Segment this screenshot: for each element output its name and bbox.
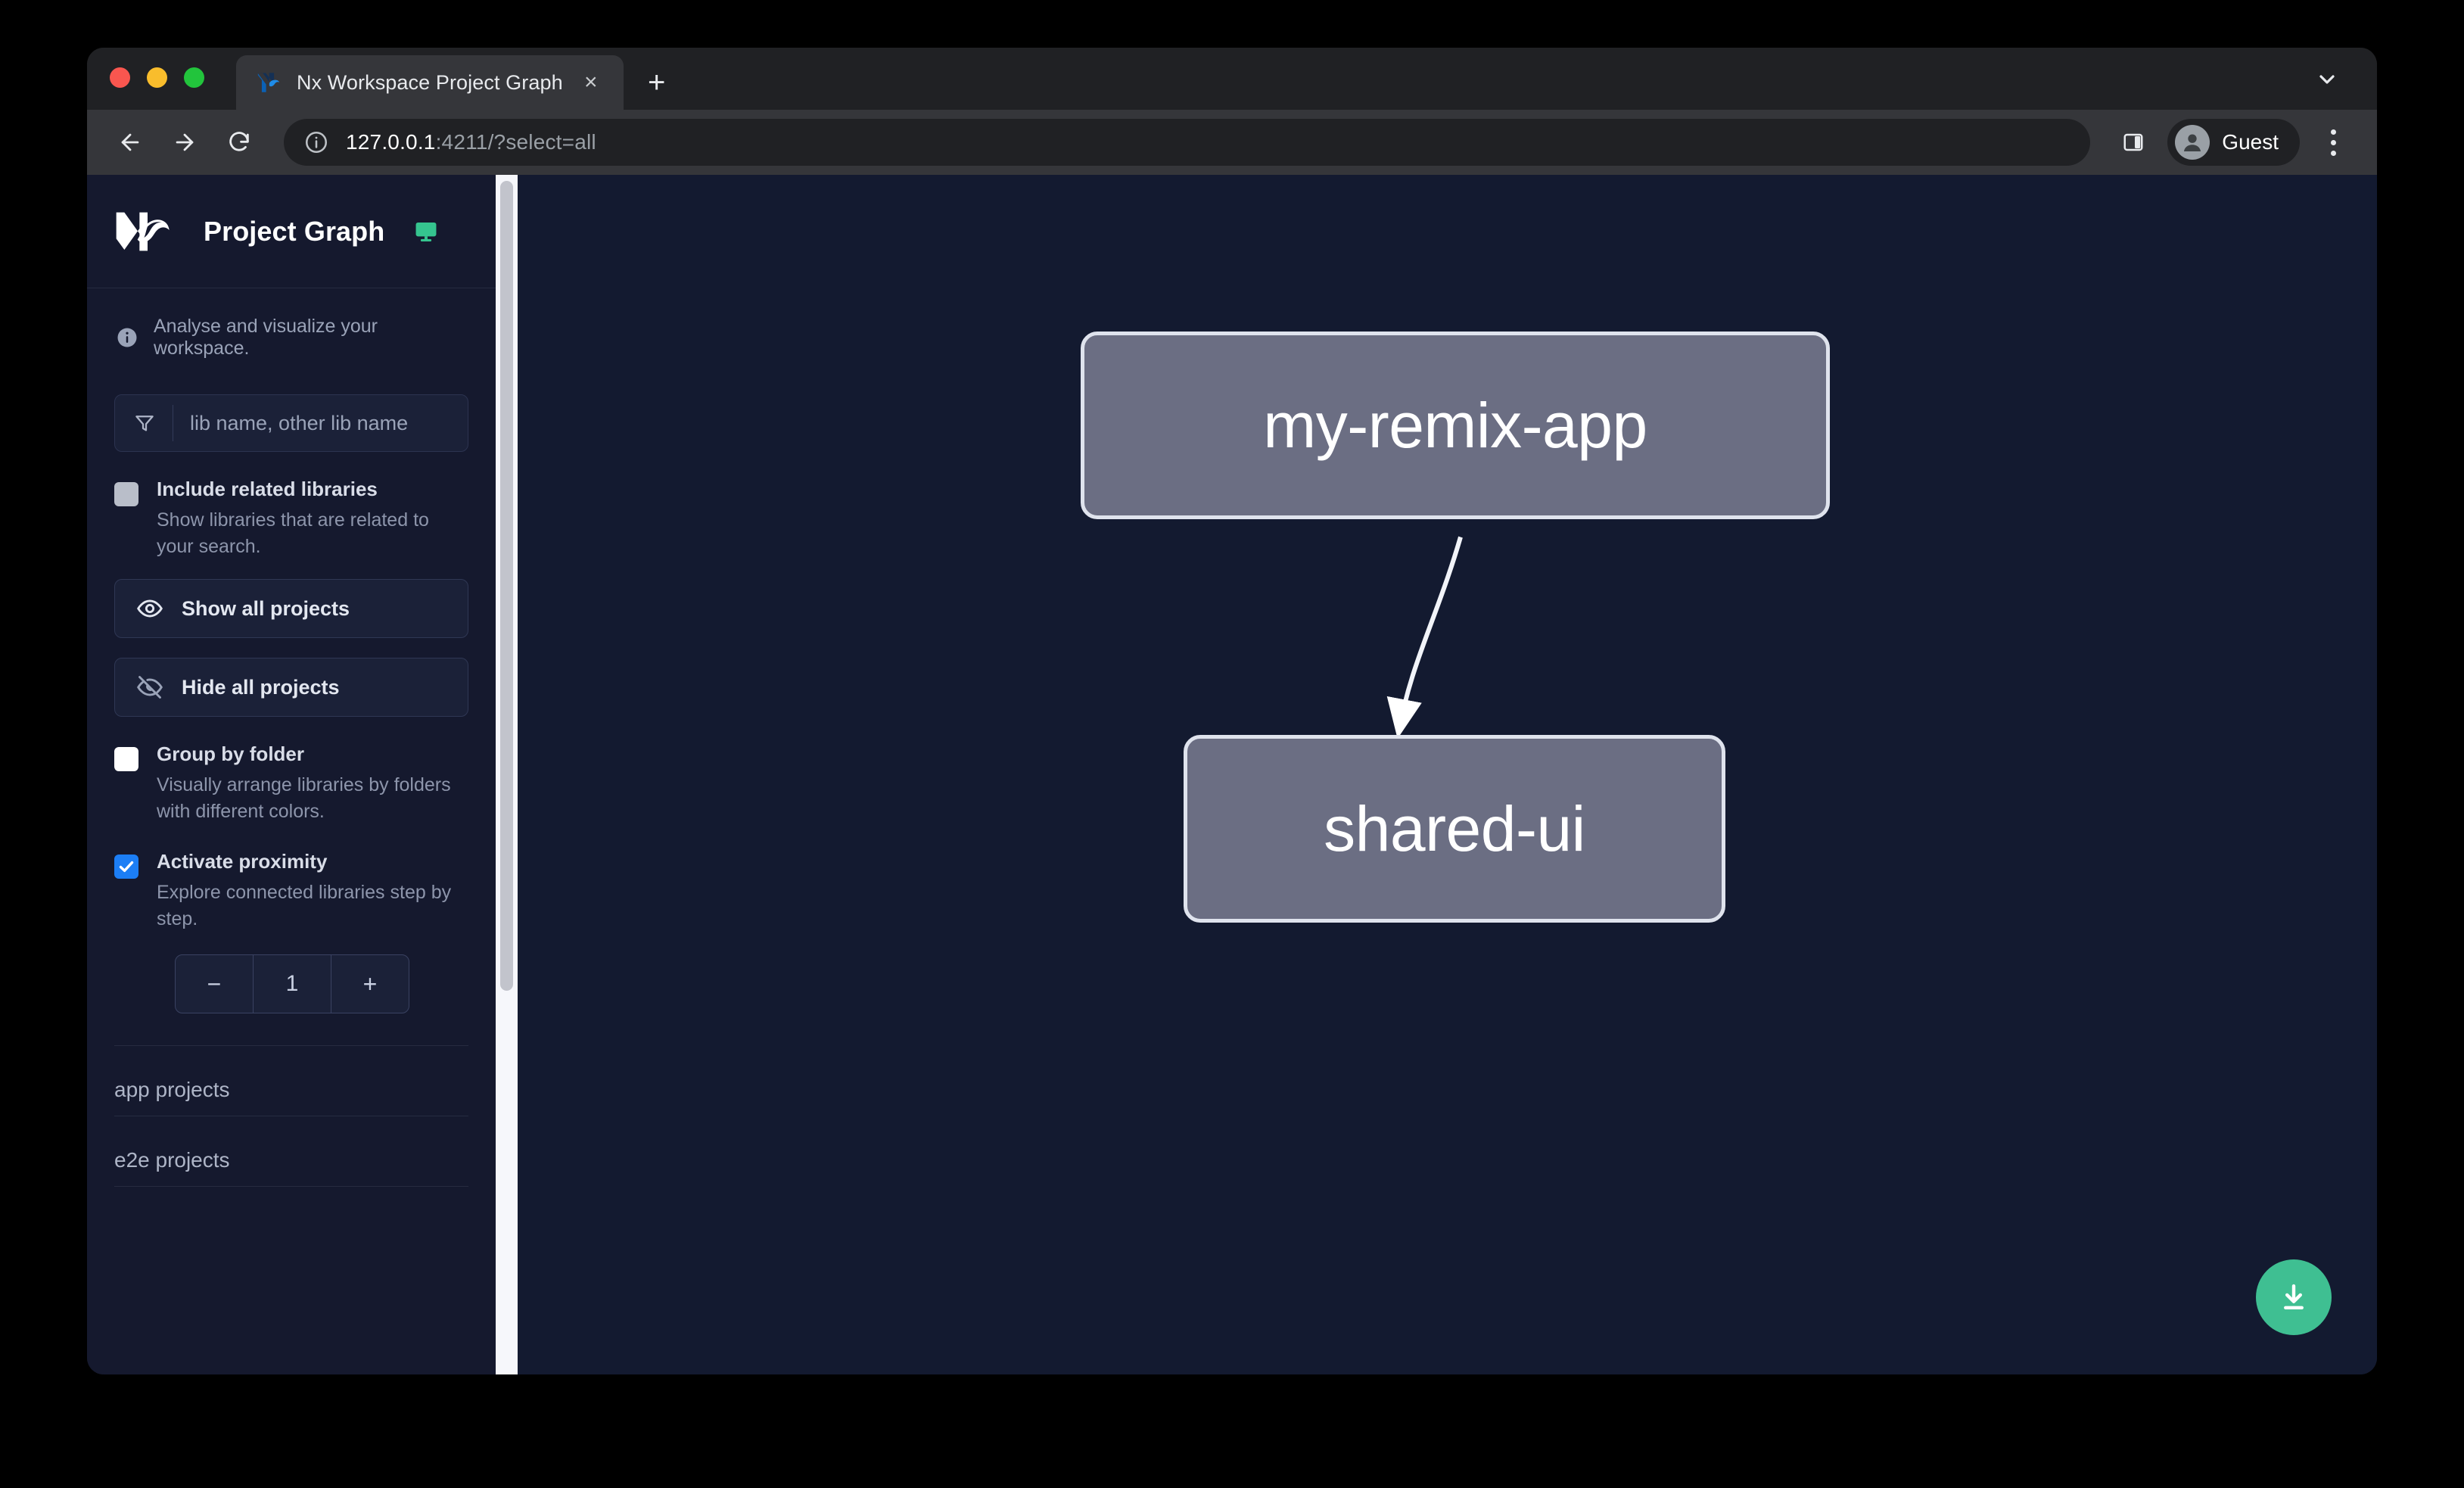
stepper-increment-button[interactable]: +	[362, 970, 378, 998]
eye-off-icon	[136, 674, 163, 701]
download-graph-button[interactable]	[2256, 1259, 2332, 1335]
nx-favicon-icon	[256, 70, 282, 95]
minimize-window-button[interactable]	[147, 67, 167, 88]
checkbox-activate-proximity[interactable]	[114, 855, 138, 879]
option-group-by-folder[interactable]: Group by folder Visually arrange librari…	[114, 742, 468, 824]
address-bar[interactable]: 127.0.0.1:4211/?select=all	[284, 119, 2091, 166]
option-description: Show libraries that are related to your …	[157, 509, 429, 557]
profile-chip[interactable]: Guest	[2167, 119, 2300, 166]
stepper-value: 1	[253, 955, 331, 1013]
option-description: Visually arrange libraries by folders wi…	[157, 774, 451, 822]
close-window-button[interactable]	[110, 67, 130, 88]
info-icon	[116, 326, 138, 349]
close-icon[interactable]: ×	[583, 70, 598, 95]
url-host: 127.0.0.1	[346, 130, 436, 154]
hide-all-projects-button[interactable]: Hide all projects	[114, 658, 468, 717]
option-title: Group by folder	[157, 742, 304, 765]
browser-toolbar: 127.0.0.1:4211/?select=all Guest	[87, 110, 2377, 175]
nx-logo	[114, 210, 175, 253]
filter-funnel-icon	[133, 412, 156, 434]
profile-label: Guest	[2222, 130, 2279, 154]
tab-title: Nx Workspace Project Graph	[297, 70, 563, 94]
option-activate-proximity[interactable]: Activate proximity Explore connected lib…	[114, 850, 468, 932]
graph-node-label: shared-ui	[1324, 792, 1585, 864]
maximize-window-button[interactable]	[184, 67, 204, 88]
graph-node-my-remix-app[interactable]: my-remix-app	[1081, 332, 1830, 519]
checkbox-include-related-libraries[interactable]	[114, 482, 138, 506]
workspace-hint: Analyse and visualize your workspace.	[87, 288, 496, 381]
sidebar: Project Graph Analy	[87, 175, 496, 1374]
info-icon[interactable]	[303, 129, 329, 155]
sidebar-header: Project Graph	[87, 175, 496, 288]
url-path: :4211/?select=all	[435, 130, 596, 154]
side-panel-icon[interactable]	[2110, 119, 2157, 166]
option-title: Include related libraries	[157, 478, 378, 500]
window-traffic-lights	[110, 48, 204, 110]
section-header-app-projects[interactable]: app projects	[114, 1046, 468, 1116]
section-header-e2e-projects[interactable]: e2e projects	[114, 1116, 468, 1187]
chevron-down-icon[interactable]	[2310, 63, 2344, 96]
hint-text: Analyse and visualize your workspace.	[154, 316, 378, 359]
option-title: Activate proximity	[157, 850, 328, 873]
graph-node-shared-ui[interactable]: shared-ui	[1184, 735, 1725, 923]
filter-box[interactable]	[114, 394, 468, 452]
page-title: Project Graph	[204, 215, 385, 247]
scrollbar-thumb[interactable]	[500, 181, 513, 991]
section-divider	[114, 1045, 468, 1046]
project-graph-canvas[interactable]: my-remix-app shared-ui	[518, 175, 2377, 1374]
edge-my-remix-app-to-shared-ui	[1386, 536, 1463, 739]
search-input[interactable]	[173, 411, 468, 435]
monitor-icon[interactable]	[413, 219, 439, 244]
kebab-menu-icon[interactable]	[2310, 119, 2356, 166]
option-include-related-libraries[interactable]: Include related libraries Show libraries…	[114, 478, 468, 559]
project-sections: app projects e2e projects	[87, 1046, 496, 1187]
show-all-projects-button[interactable]: Show all projects	[114, 579, 468, 638]
reload-icon[interactable]	[216, 119, 263, 166]
toolbar-right-group: Guest	[2110, 119, 2356, 166]
browser-window: Nx Workspace Project Graph × +	[87, 48, 2377, 1374]
page-content: Project Graph Analy	[87, 175, 2377, 1374]
avatar	[2175, 125, 2210, 160]
hide-all-projects-label: Hide all projects	[182, 675, 340, 699]
proximity-stepper[interactable]: − 1 +	[175, 954, 409, 1013]
sidebar-controls: Include related libraries Show libraries…	[87, 381, 496, 1046]
back-arrow-icon[interactable]	[107, 119, 154, 166]
checkbox-group-by-folder[interactable]	[114, 747, 138, 771]
graph-node-label: my-remix-app	[1263, 389, 1647, 461]
stepper-decrement-button[interactable]: −	[207, 970, 222, 998]
browser-tab[interactable]: Nx Workspace Project Graph ×	[236, 55, 624, 110]
option-description: Explore connected libraries step by step…	[157, 882, 452, 929]
new-tab-button[interactable]: +	[648, 66, 666, 99]
sidebar-scrollbar[interactable]	[496, 175, 518, 1374]
show-all-projects-label: Show all projects	[182, 596, 350, 620]
eye-icon	[136, 595, 163, 622]
tab-strip: Nx Workspace Project Graph × +	[87, 48, 2377, 110]
forward-arrow-icon[interactable]	[161, 119, 208, 166]
